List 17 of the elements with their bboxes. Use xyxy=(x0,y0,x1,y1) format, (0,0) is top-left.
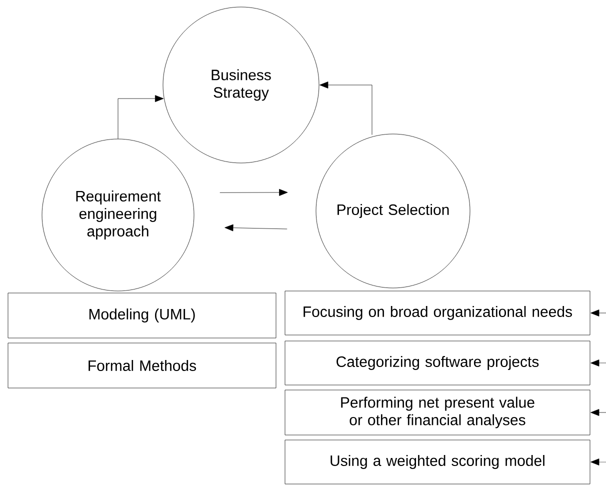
arrow xyxy=(320,82,372,135)
text-box: Focusing on broad organizational needs xyxy=(284,290,590,336)
text-box: Formal Methods xyxy=(8,342,276,388)
arrow xyxy=(590,360,606,366)
circle-node: Project Selection xyxy=(316,134,470,288)
text-box: Modeling (UML) xyxy=(8,292,276,338)
text-box: Using a weighted scoring model xyxy=(284,440,590,484)
circle-node: Business Strategy xyxy=(162,6,320,164)
circle-node: Requirement engineering approach xyxy=(42,138,194,292)
text-box: Performing net present value or other financial analyses xyxy=(284,390,590,436)
arrow xyxy=(224,224,288,232)
arrow xyxy=(590,409,606,416)
arrow xyxy=(590,458,606,466)
text-box: Categorizing software projects xyxy=(284,340,590,386)
arrow xyxy=(590,310,606,316)
arrow xyxy=(118,95,164,139)
arrow xyxy=(220,188,288,196)
